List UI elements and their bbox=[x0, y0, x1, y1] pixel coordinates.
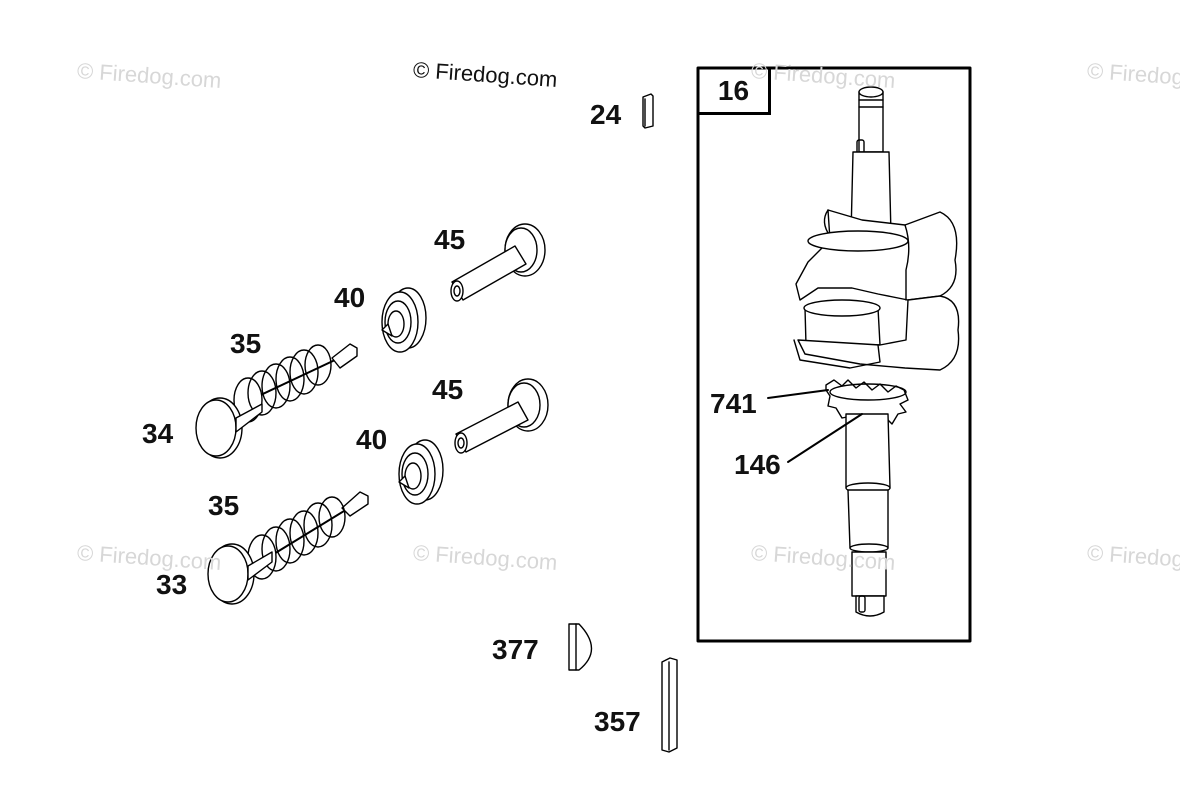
leader-line-741 bbox=[767, 389, 829, 399]
part-377-woodruff-key bbox=[568, 623, 593, 671]
part-45-tappet-lower bbox=[454, 378, 549, 454]
part-45-tappet-upper bbox=[450, 223, 546, 302]
callout-377: 377 bbox=[492, 634, 539, 665]
callout-40-lower: 40 bbox=[356, 424, 388, 455]
callout-741: 741 bbox=[710, 388, 757, 419]
part-24-key bbox=[642, 93, 654, 129]
assembly-label-16: 16 bbox=[699, 69, 771, 115]
leader-line-146 bbox=[787, 413, 863, 463]
callout-357: 357 bbox=[594, 706, 641, 737]
callout-35-upper: 35 bbox=[230, 328, 262, 359]
part-40-retainer-lower bbox=[398, 439, 444, 505]
callout-34: 34 bbox=[142, 418, 174, 449]
assembly-frame bbox=[696, 66, 972, 643]
callout-45-upper: 45 bbox=[434, 224, 466, 255]
part-40-retainer-upper bbox=[381, 287, 427, 353]
part-16-crankshaft bbox=[793, 86, 960, 617]
part-34-valve bbox=[195, 397, 263, 459]
callout-45-lower: 45 bbox=[432, 374, 464, 405]
part-33-valve bbox=[207, 543, 273, 605]
callout-146: 146 bbox=[734, 449, 781, 480]
part-357-key bbox=[661, 657, 678, 753]
callout-40-upper: 40 bbox=[334, 282, 366, 313]
callout-33: 33 bbox=[156, 569, 188, 600]
callout-35-lower: 35 bbox=[208, 490, 240, 521]
callout-24: 24 bbox=[590, 99, 622, 130]
